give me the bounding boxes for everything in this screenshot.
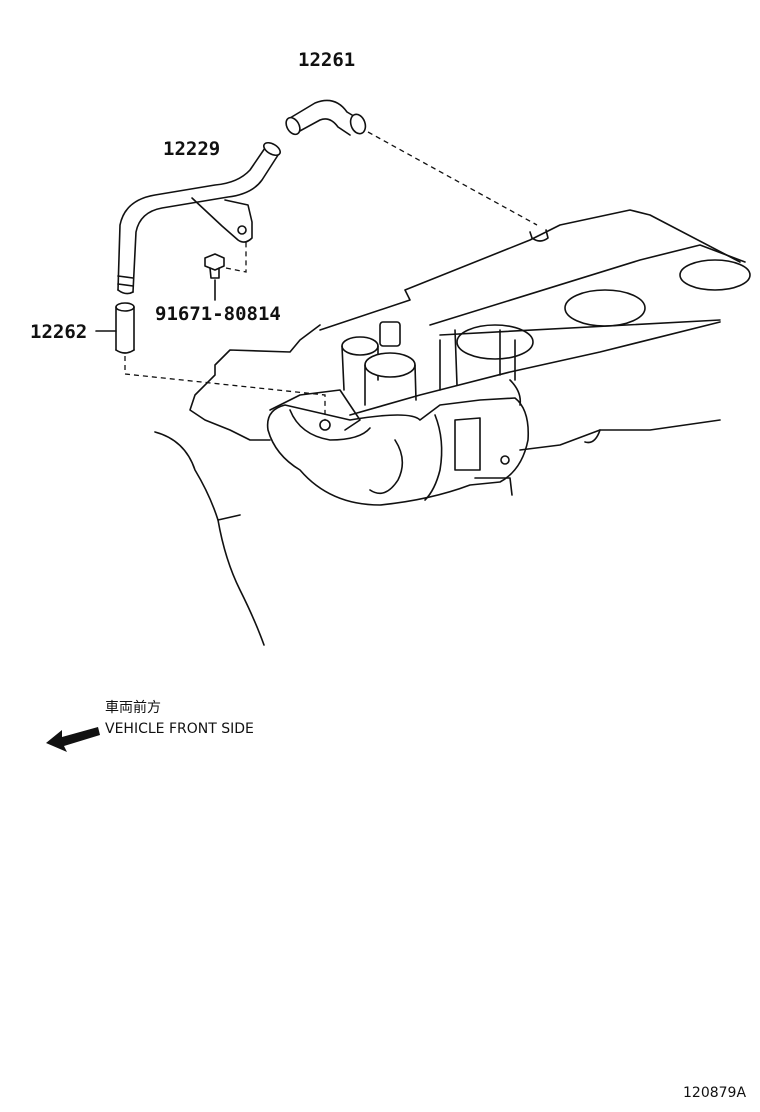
hose-12261-drawing [285, 99, 367, 136]
part-number-12262: 12262 [30, 321, 87, 343]
part-number-91671-80814: 91671-80814 [155, 303, 281, 325]
figure-id: 120879A [683, 1085, 746, 1101]
hose-12262-drawing [115, 302, 135, 354]
part-number-12261: 12261 [298, 49, 355, 71]
vehicle-front-indicator: 車両前方 VEHICLE FRONT SIDE [46, 699, 254, 752]
bolt-91671-80814-drawing [204, 253, 225, 279]
front-note-english: VEHICLE FRONT SIDE [105, 721, 254, 737]
engine-assembly-drawing [154, 209, 751, 646]
leader-lines [95, 279, 216, 332]
front-direction-arrow-icon [46, 727, 100, 752]
part-number-12229: 12229 [163, 138, 220, 160]
front-note-japanese: 車両前方 [105, 699, 161, 716]
pipe-12229-drawing [117, 141, 281, 295]
assembly-guide-lines [124, 131, 538, 420]
